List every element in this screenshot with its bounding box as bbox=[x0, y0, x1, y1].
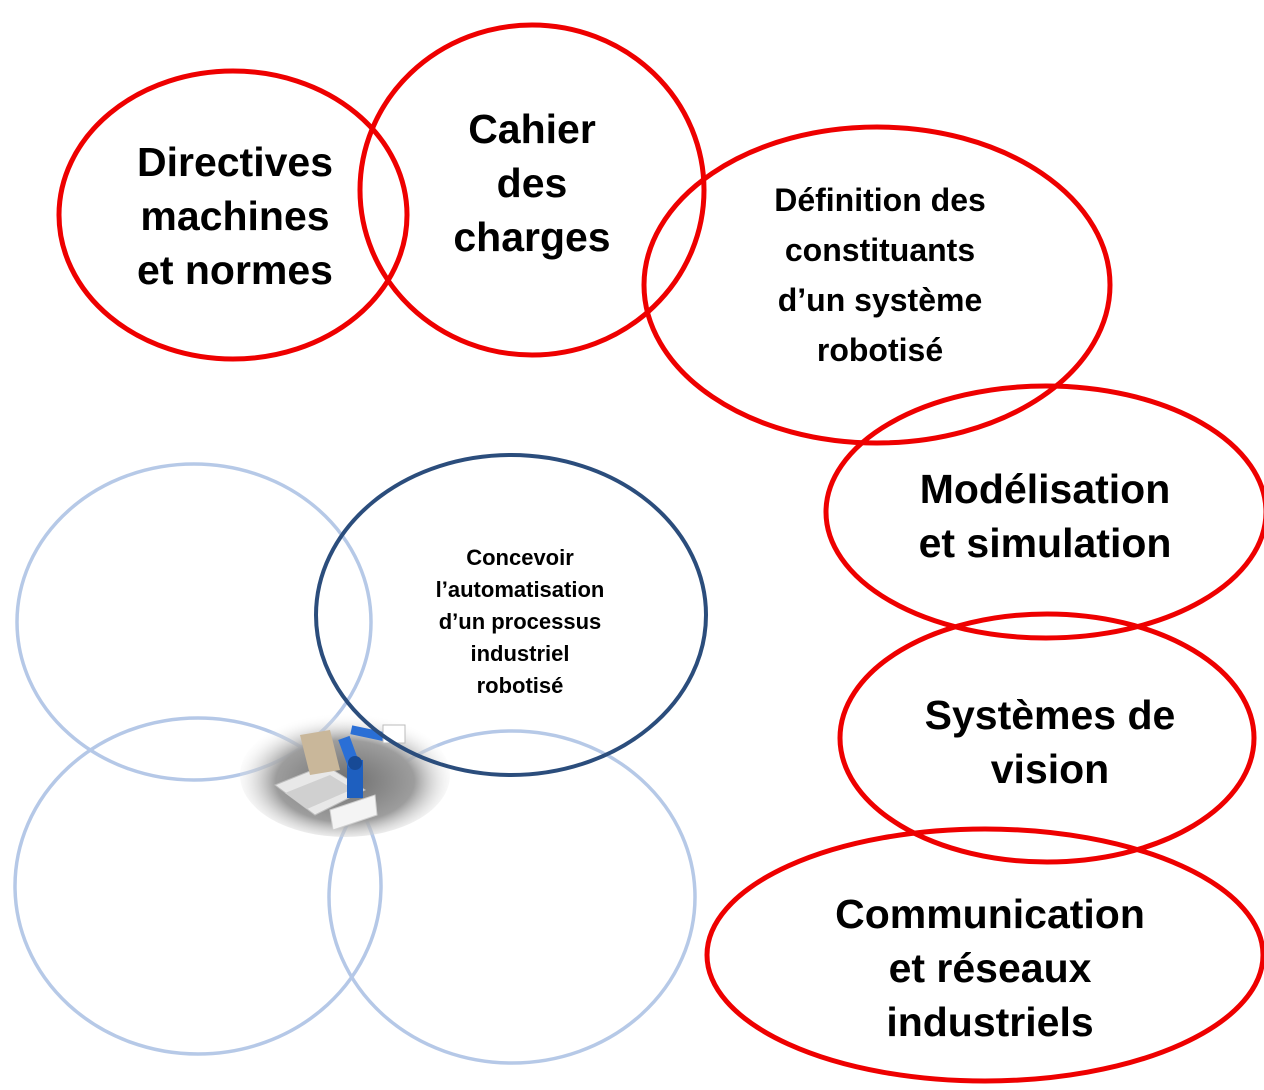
directives-label: Directives machines et normes bbox=[95, 126, 375, 306]
empty-circle-bottom-left bbox=[13, 716, 383, 1056]
directives-line-1: Directives bbox=[136, 139, 333, 185]
communication-line-3: industriels bbox=[886, 999, 1094, 1045]
concevoir-line-5: robotisé bbox=[476, 673, 564, 698]
concevoir-label: Concevoir l’automatisation d’un processu… bbox=[400, 532, 640, 712]
vision-circle bbox=[837, 611, 1257, 865]
communication-line-2: et réseaux bbox=[888, 945, 1092, 991]
center-circle bbox=[314, 453, 708, 777]
directives-circle bbox=[56, 68, 410, 362]
definition-line-4: robotisé bbox=[816, 332, 944, 368]
directives-line-2: machines bbox=[140, 193, 330, 239]
concevoir-line-3: d’un processus bbox=[438, 609, 602, 634]
communication-line-1: Communication bbox=[835, 891, 1145, 937]
cahier-circle bbox=[357, 22, 707, 358]
modelisation-label: Modélisation et simulation bbox=[890, 458, 1200, 574]
vision-line-2: vision bbox=[990, 746, 1110, 792]
definition-line-1: Définition des bbox=[774, 182, 986, 218]
directives-line-3: et normes bbox=[137, 247, 333, 293]
definition-label: Définition des constituants d’un système… bbox=[730, 173, 1030, 377]
cahier-label: Cahier des charges bbox=[432, 92, 632, 274]
definition-line-2: constituants bbox=[784, 232, 976, 268]
cahier-line-3: charges bbox=[453, 214, 611, 260]
concevoir-line-1: Concevoir bbox=[466, 545, 574, 570]
cahier-line-1: Cahier bbox=[468, 106, 596, 152]
modelisation-line-2: et simulation bbox=[918, 520, 1172, 566]
cahier-line-2: des bbox=[496, 160, 568, 206]
definition-circle bbox=[641, 124, 1113, 446]
modelisation-line-1: Modélisation bbox=[919, 466, 1171, 512]
vision-label: Systèmes de vision bbox=[900, 683, 1200, 801]
empty-circle-bottom-right bbox=[327, 729, 697, 1065]
modelisation-circle bbox=[823, 383, 1264, 641]
concevoir-line-4: industriel bbox=[470, 641, 570, 666]
empty-circle-top-left bbox=[15, 462, 373, 782]
definition-line-3: d’un système bbox=[777, 282, 983, 318]
concevoir-line-2: l’automatisation bbox=[435, 577, 605, 602]
communication-label: Communication et réseaux industriels bbox=[790, 878, 1190, 1058]
communication-circle bbox=[704, 826, 1264, 1084]
robot-cell-icon bbox=[240, 713, 450, 837]
vision-line-1: Systèmes de bbox=[924, 692, 1176, 738]
